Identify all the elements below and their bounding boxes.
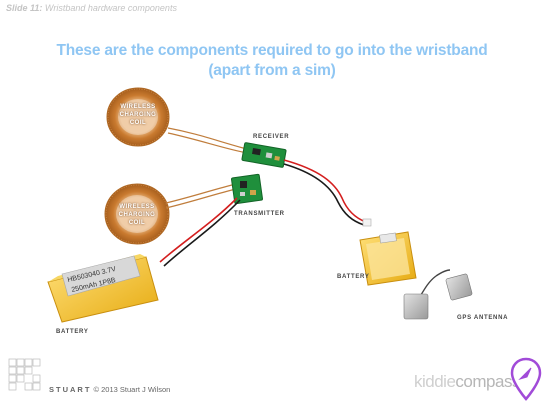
headline: These are the components required to go … [0,41,544,81]
coil-label-bottom-line-3: COIL [128,220,146,226]
coil-label-top-line-3: COIL [129,120,147,126]
power-leads [159,159,367,267]
coil-leads [165,127,248,209]
battery-right-label: BATTERY [337,274,370,280]
wireless-charging-coil-bottom [104,183,170,245]
coil-label-bottom: WIRELESS CHARGING COIL [107,203,167,227]
footer-brand: STUART [49,385,92,394]
footer-copyright: STUART © 2013 Stuart J Wilson [49,385,170,394]
transmitter-board [231,173,263,205]
battery-right [359,231,417,286]
coil-label-top: WIRELESS CHARGING COIL [108,103,168,127]
kiddiecompass-logo: kiddiecompass [414,372,520,392]
battery-connector [362,218,372,227]
transmitter-label: TRANSMITTER [234,211,285,217]
receiver-label: RECEIVER [253,134,290,140]
receiver-board [241,142,287,168]
gps-antenna [403,269,473,320]
logo-text-kiddie: kiddie [414,372,456,391]
gps-antenna-label: GPS ANTENNA [457,315,509,321]
slide-number: Slide 11: [6,3,43,13]
stuart-logo-icon [8,358,41,391]
coil-label-bottom-line-1: WIRELESS [119,204,155,210]
headline-line-1: These are the components required to go … [56,42,488,59]
logo-text-compass: compass [455,372,520,391]
coil-label-bottom-line-2: CHARGING [118,212,156,218]
battery-left: HB503040 3.7V 250mAh 1P8B [47,254,159,323]
slide-title: Slide 11: Wristband hardware components [6,3,177,13]
wireless-charging-coil-top [106,87,170,147]
map-pin-icon [510,357,542,401]
coil-label-top-line-2: CHARGING [119,112,157,118]
headline-line-2: (apart from a sim) [208,62,336,79]
battery-left-label: BATTERY [56,329,89,335]
coil-label-top-line-1: WIRELESS [120,104,156,110]
slide-title-text: Wristband hardware components [44,3,177,13]
footer-copyright-text: © 2013 Stuart J Wilson [93,385,171,394]
